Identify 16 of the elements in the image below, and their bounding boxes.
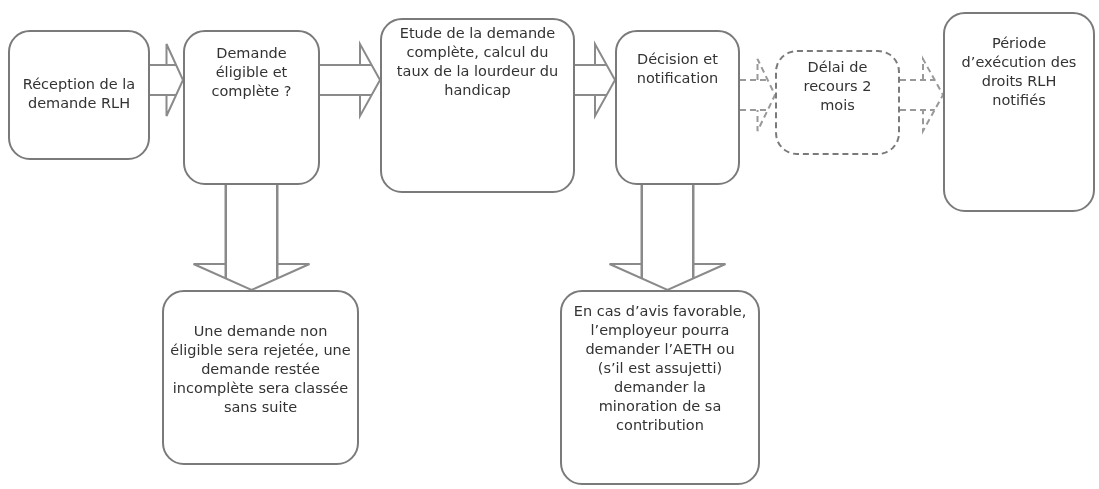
node-text: Période d’exécution des droits RLH notifiés xyxy=(960,34,1078,110)
process-box xyxy=(615,30,740,185)
process-box xyxy=(560,290,760,485)
process-box xyxy=(380,18,575,193)
node-text: Demande éligible et complète ? xyxy=(210,44,293,101)
node-text: Décision et notification xyxy=(635,50,720,88)
node-text: En cas d’avis favorable, l’employeur pourra demander l’AETH ou (s’il est assujetti) demander la minoration de sa contribution xyxy=(572,302,748,435)
process-box xyxy=(943,12,1095,212)
process-box xyxy=(162,290,359,465)
node-text: Etude de la demande complète, calcul du taux de la lourdeur du handicap xyxy=(395,24,560,100)
process-box xyxy=(8,30,150,160)
node-text: Réception de la demande RLH xyxy=(21,75,137,113)
dashed-process-box xyxy=(775,50,900,155)
node-text: Délai de recours 2 mois xyxy=(802,58,873,115)
node-text: Une demande non éligible sera rejetée, une demande restée incomplète sera classée sans suite xyxy=(169,322,352,417)
process-box xyxy=(183,30,320,185)
